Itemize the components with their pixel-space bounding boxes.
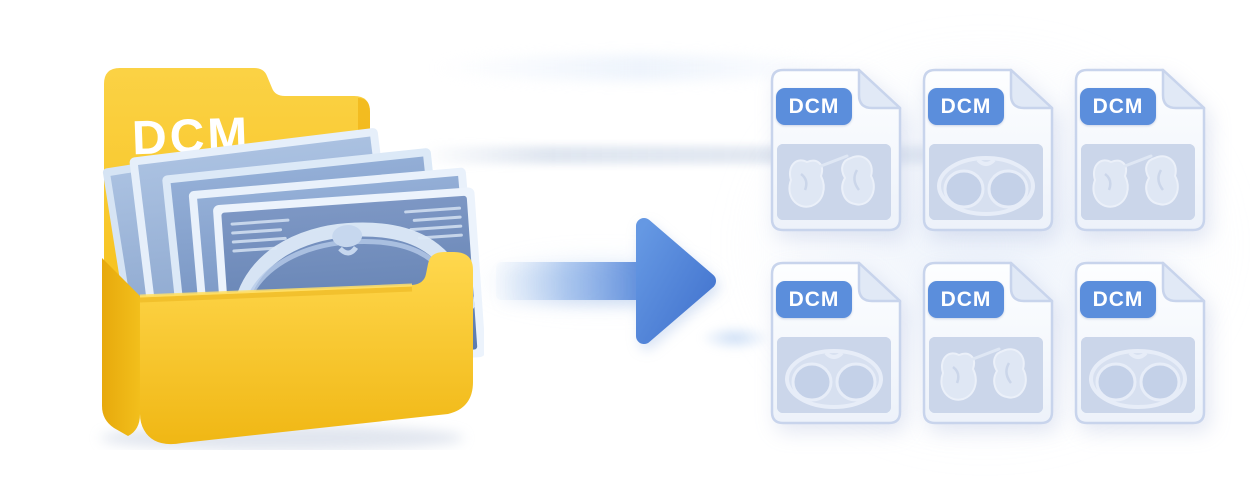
axial-chest-scan-thumbnail <box>777 337 891 413</box>
file-icon-2: DCM <box>917 67 1055 233</box>
scan-thumbnail <box>1081 144 1195 220</box>
dcm-badge: DCM <box>928 88 1004 125</box>
dcm-badge: DCM <box>1080 88 1156 125</box>
dcm-badge-label: DCM <box>940 94 992 118</box>
dcm-files-grid: DCM DCM <box>765 67 1207 426</box>
dcm-badge-label: DCM <box>1092 287 1144 311</box>
right-arrow-icon <box>496 218 716 344</box>
folded-corner <box>1009 261 1054 303</box>
folded-corner <box>1161 261 1206 303</box>
dcm-badge: DCM <box>1080 281 1156 318</box>
dcm-badge-label: DCM <box>1092 94 1144 118</box>
scan-thumbnail <box>929 337 1043 413</box>
dcm-badge-label: DCM <box>940 287 992 311</box>
dcm-badge: DCM <box>776 88 852 125</box>
arrow-head <box>636 218 716 344</box>
dcm-badge: DCM <box>928 281 1004 318</box>
file-icon-5: DCM <box>917 260 1055 426</box>
lungs-scan-thumbnail <box>1081 144 1195 220</box>
axial-chest-scan-thumbnail <box>929 144 1043 220</box>
folder-front-bin <box>102 252 473 445</box>
dcm-badge: DCM <box>776 281 852 318</box>
file-icon-4: DCM <box>765 260 903 426</box>
scan-thumbnail <box>777 337 891 413</box>
folded-corner <box>857 68 902 110</box>
lungs-scan-thumbnail <box>929 337 1043 413</box>
folded-corner <box>1161 68 1206 110</box>
scan-thumbnail <box>777 144 891 220</box>
axial-chest-scan-thumbnail <box>1081 337 1195 413</box>
dcm-folder-illustration: DCM <box>100 68 484 450</box>
file-icon-3: DCM <box>1069 67 1207 233</box>
file-icon-1: DCM <box>765 67 903 233</box>
dcm-badge-label: DCM <box>788 287 840 311</box>
file-icon-6: DCM <box>1069 260 1207 426</box>
dcm-badge-label: DCM <box>788 94 840 118</box>
arrow-tail <box>496 262 650 300</box>
lungs-scan-thumbnail <box>777 144 891 220</box>
folded-corner <box>1009 68 1054 110</box>
folded-corner <box>857 261 902 303</box>
scan-thumbnail <box>1081 337 1195 413</box>
scan-thumbnail <box>929 144 1043 220</box>
